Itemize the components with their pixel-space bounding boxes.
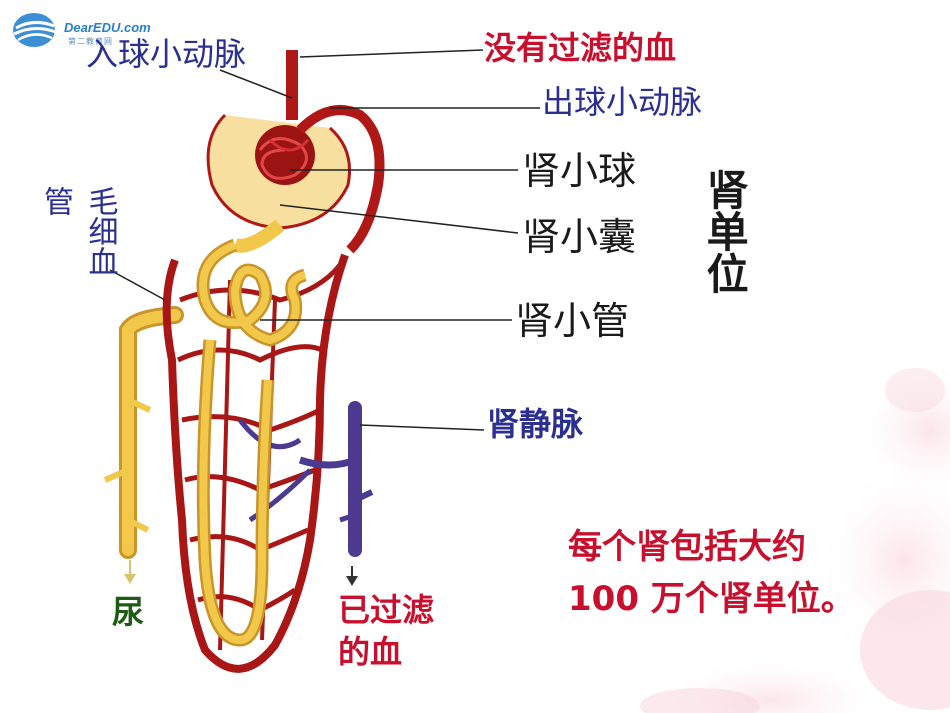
glomerulus <box>255 125 315 185</box>
label-capillary-right: 毛细血 <box>82 186 118 276</box>
renal-tubule <box>196 238 307 647</box>
label-efferent-arteriole: 出球小动脉 <box>542 83 703 121</box>
leader-lines <box>109 49 540 431</box>
label-unfiltered-blood: 没有过滤的血 <box>484 29 677 67</box>
logo-brand: DearEDU.com <box>64 20 151 35</box>
label-nephron: 肾单位 <box>700 168 750 294</box>
efferent-arteriole <box>296 105 385 254</box>
label-urine: 尿 <box>112 593 145 631</box>
collecting-duct <box>103 306 184 559</box>
urine-arrow-icon <box>124 560 136 584</box>
site-logo: DearEDU.com 第二教育网 <box>10 8 160 58</box>
label-afferent-arteriole: 入球小动脉 <box>86 35 247 73</box>
blood-out-arrow-icon <box>346 566 358 586</box>
renal-vein <box>298 401 374 557</box>
label-glomerulus: 肾小球 <box>522 149 637 193</box>
label-filtered-blood: 已过滤的血 <box>338 591 435 671</box>
label-bowman-capsule: 肾小囊 <box>522 215 637 259</box>
globe-logo-icon <box>13 13 57 47</box>
label-renal-tubule: 肾小管 <box>515 299 630 343</box>
logo-subtitle: 第二教育网 <box>68 37 113 46</box>
label-capillary-left: 管 <box>38 186 73 216</box>
label-renal-vein: 肾静脉 <box>487 405 584 443</box>
note-line-2: 100 万个肾单位。 <box>568 579 855 619</box>
note-line-1: 每个肾包括大约 <box>568 527 806 567</box>
blossom-decoration <box>640 360 950 713</box>
